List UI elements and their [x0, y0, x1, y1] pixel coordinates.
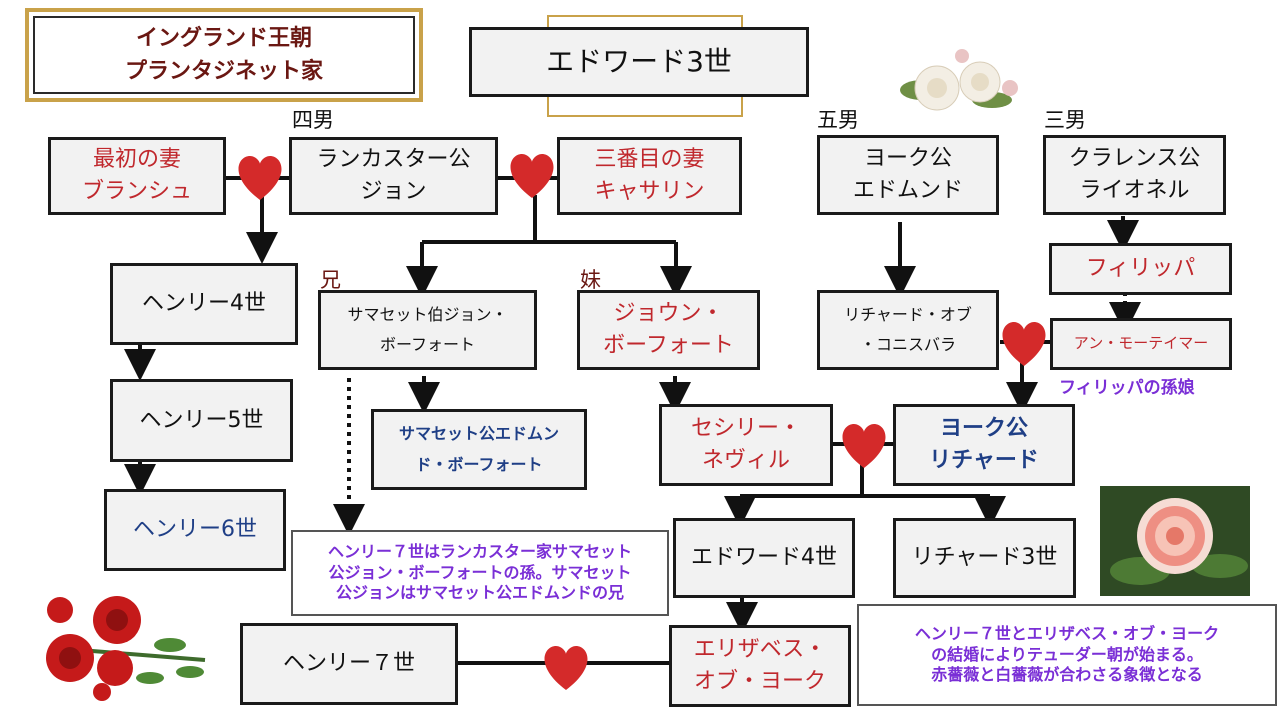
node-edward4-label: エドワード4世	[691, 545, 837, 571]
node-richard-york: ヨーク公 リチャード	[893, 404, 1075, 486]
note-henry7-origin-line3: 公ジョンはサマセット公エドムンドの兄	[335, 583, 624, 603]
node-edmund-somerset-line1: サマセット公エドムン	[398, 424, 559, 444]
note-tudor-line3: 赤薔薇と白薔薇が合わさる象徴となる	[931, 665, 1203, 685]
node-henry4-label: ヘンリー4世	[142, 291, 266, 317]
node-henry6-label: ヘンリー6世	[133, 517, 257, 543]
dynasty-title-frame: イングランド王朝 プランタジネット家	[25, 8, 423, 102]
node-henry6: ヘンリー6世	[104, 489, 286, 571]
node-elizabeth-york: エリザベス・ オブ・ヨーク	[669, 625, 851, 707]
node-edward3-label: エドワード3世	[546, 44, 732, 78]
node-blanche: 最初の妻 ブランシュ	[48, 137, 226, 215]
node-henry7-label: ヘンリー７世	[282, 651, 415, 677]
node-philippa-label: フィリッパ	[1085, 256, 1196, 282]
pink-rose-image	[1100, 486, 1250, 596]
label-third-son: 三男	[1044, 108, 1086, 132]
note-tudor: ヘンリー７世とエリザベス・オブ・ヨーク の結婚によりテューダー朝が始まる。 赤薔…	[857, 604, 1277, 706]
node-edward4: エドワード4世	[673, 518, 855, 598]
heart-icon-cecily-richard	[842, 424, 886, 468]
node-lionel-line1: クラレンス公	[1068, 146, 1201, 172]
philippa-granddaughter-caption: フィリッパの孫娘	[1059, 378, 1195, 398]
node-henry4: ヘンリー4世	[110, 263, 298, 345]
note-henry7-origin: ヘンリー７世はランカスター家サマセット 公ジョン・ボーフォートの孫。サマセット …	[291, 530, 669, 616]
heart-icon-blanche-john	[238, 156, 282, 200]
node-richard-york-line2: リチャード	[929, 448, 1039, 473]
node-henry5-label: ヘンリー5世	[139, 407, 264, 433]
node-edmund-somerset-line2: ド・ボーフォート	[415, 454, 543, 474]
node-anne-mortimer: アン・モーテイマー	[1050, 318, 1232, 370]
node-henry7: ヘンリー７世	[240, 623, 458, 705]
note-henry7-origin-line1: ヘンリー７世はランカスター家サマセット	[327, 541, 632, 561]
label-fifth-son: 五男	[817, 108, 859, 132]
node-richard3: リチャード3世	[893, 518, 1076, 598]
node-richard-york-line1: ヨーク公	[939, 416, 1028, 442]
node-richard-conisburgh-line1: リチャード・オブ	[844, 304, 972, 324]
dynasty-title-line2: プランタジネット家	[124, 59, 323, 84]
node-richard3-label: リチャード3世	[911, 545, 1058, 571]
node-john-somerset: サマセット伯ジョン・ ボーフォート	[318, 290, 537, 370]
node-joan-beaufort-line2: ボーフォート	[603, 333, 734, 358]
heart-icon-richard-anne	[1002, 322, 1046, 366]
node-lionel-line2: ライオネル	[1079, 178, 1190, 203]
node-joan-beaufort: ジョウン・ ボーフォート	[577, 290, 760, 370]
heart-icon-john-katherine	[510, 154, 554, 198]
node-john-somerset-line2: ボーフォート	[379, 335, 476, 354]
node-katherine-line1: 三番目の妻	[594, 147, 705, 173]
note-tudor-line2: の結婚によりテューダー朝が始まる。	[931, 644, 1203, 664]
node-cecily: セシリー・ ネヴィル	[659, 404, 833, 486]
label-fourth-son: 四男	[292, 108, 334, 132]
node-edmund-york: ヨーク公 エドムンド	[817, 135, 999, 215]
heart-icon-henry7-elizabeth	[544, 646, 588, 690]
note-tudor-line1: ヘンリー７世とエリザベス・オブ・ヨーク	[914, 623, 1220, 643]
note-henry7-origin-line2: 公ジョン・ボーフォートの孫。サマセット	[328, 562, 632, 582]
node-elizabeth-york-line2: オブ・ヨーク	[693, 669, 826, 694]
node-edward3: エドワード3世	[469, 27, 809, 97]
node-philippa: フィリッパ	[1049, 243, 1232, 295]
label-elder-brother: 兄	[320, 268, 341, 292]
node-edmund-york-line2: エドムンド	[852, 178, 963, 203]
node-richard-conisburgh-line2: ・コニスバラ	[859, 335, 956, 354]
node-richard-conisburgh: リチャード・オブ ・コニスバラ	[817, 290, 999, 370]
node-joan-beaufort-line1: ジョウン・	[613, 301, 724, 327]
node-anne-mortimer-label: アン・モーテイマー	[1073, 334, 1209, 353]
node-elizabeth-york-line1: エリザベス・	[693, 637, 827, 663]
dynasty-title-line1: イングランド王朝	[135, 26, 312, 51]
red-roses-image	[46, 596, 206, 701]
node-lionel: クラレンス公 ライオネル	[1043, 135, 1226, 215]
node-cecily-line1: セシリー・	[690, 416, 801, 442]
node-john-lancaster-line2: ジョン	[360, 179, 427, 204]
node-edmund-somerset: サマセット公エドムン ド・ボーフォート	[371, 409, 587, 490]
label-younger-sister: 妹	[580, 268, 601, 292]
node-blanche-line2: ブランシュ	[81, 179, 192, 204]
node-edmund-york-line1: ヨーク公	[863, 146, 952, 172]
node-katherine: 三番目の妻 キャサリン	[557, 137, 742, 215]
white-roses-image	[900, 49, 1018, 111]
node-blanche-line1: 最初の妻	[92, 147, 181, 173]
node-katherine-line2: キャサリン	[594, 179, 705, 204]
node-john-lancaster: ランカスター公 ジョン	[289, 137, 498, 215]
node-john-somerset-line1: サマセット伯ジョン・	[347, 304, 508, 324]
node-henry5: ヘンリー5世	[110, 379, 293, 462]
node-john-lancaster-line1: ランカスター公	[316, 147, 471, 173]
node-cecily-line2: ネヴィル	[701, 448, 790, 473]
